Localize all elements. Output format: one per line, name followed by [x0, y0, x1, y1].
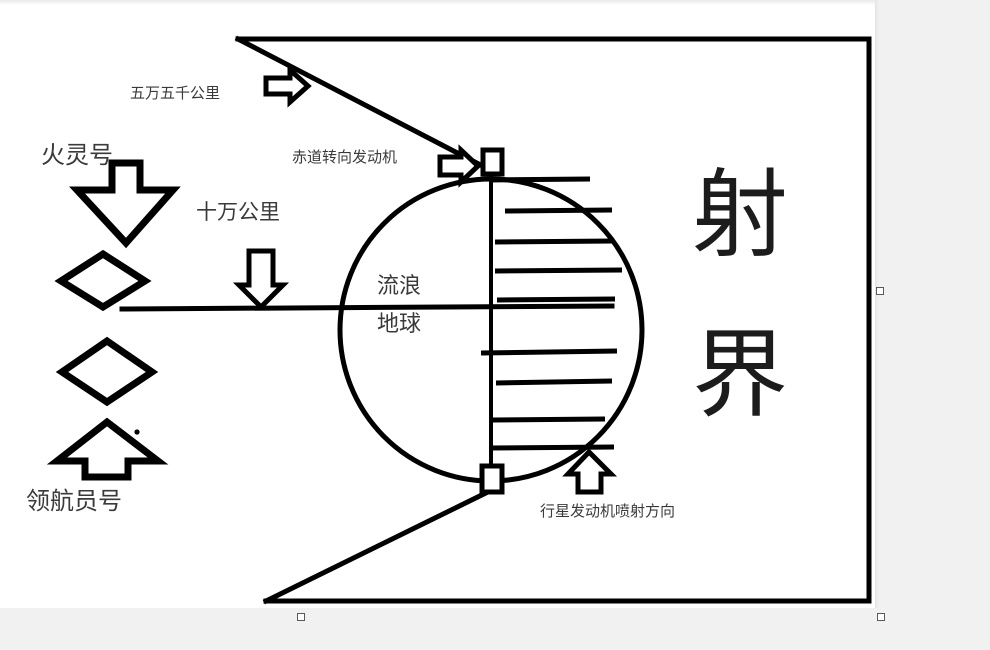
label-engine-jet-direction[interactable]: 行星发动机喷射方向: [540, 502, 676, 520]
hatch-line: [496, 296, 616, 303]
hatch-line: [494, 238, 615, 245]
label-big-char-top[interactable]: 射: [692, 159, 788, 271]
label-ship-upper[interactable]: 火灵号: [41, 141, 113, 169]
page-right-shadow: [875, 0, 879, 608]
engine-exhaust-hatching: [480, 176, 623, 451]
handle-bottom-right[interactable]: [877, 613, 885, 621]
label-distance-upper[interactable]: 五万五千公里: [130, 84, 221, 102]
stray-ink-dot: [134, 429, 140, 435]
hatch-line: [480, 348, 618, 356]
arrow-up-large-icon: [46, 417, 169, 481]
label-ship-lower[interactable]: 领航员号: [26, 487, 122, 515]
label-distance-lower[interactable]: 十万公里: [196, 200, 280, 224]
equator-engine-box-bottom[interactable]: [479, 463, 505, 495]
handle-bottom-middle[interactable]: [297, 613, 305, 621]
equator-engine-box-top[interactable]: [480, 147, 505, 177]
document-canvas[interactable]: [0, 0, 875, 608]
label-planet-line2[interactable]: 地球: [377, 312, 422, 337]
ship-diamond-lower-icon: [55, 336, 159, 407]
ship-diamond-upper-icon: [54, 249, 152, 312]
hatch-line: [504, 207, 613, 214]
hatch-line: [491, 416, 606, 423]
page-top-shadow: [0, 0, 875, 5]
boundary-lower-diagonal: [262, 485, 498, 605]
label-engine-equator[interactable]: 赤道转向发动机: [292, 148, 398, 166]
arrow-right-upper-icon: [263, 64, 312, 108]
trajectory-horizontal-line: [119, 303, 615, 312]
outer-boundary-shape[interactable]: [234, 35, 872, 605]
arrow-down-large-icon: [68, 159, 181, 249]
hatch-line: [494, 267, 623, 274]
arrow-up-small-icon: [562, 448, 618, 495]
handle-right-middle[interactable]: [876, 287, 884, 295]
label-planet-line1[interactable]: 流浪: [377, 274, 422, 299]
label-big-char-bottom[interactable]: 界: [692, 319, 788, 431]
arrow-down-small-icon: [232, 248, 290, 311]
arrow-right-engine-icon: [437, 144, 482, 188]
hatch-line: [495, 378, 613, 386]
boundary-upper-diagonal: [234, 35, 498, 176]
hatch-line: [489, 444, 615, 451]
hatch-line: [488, 176, 591, 183]
